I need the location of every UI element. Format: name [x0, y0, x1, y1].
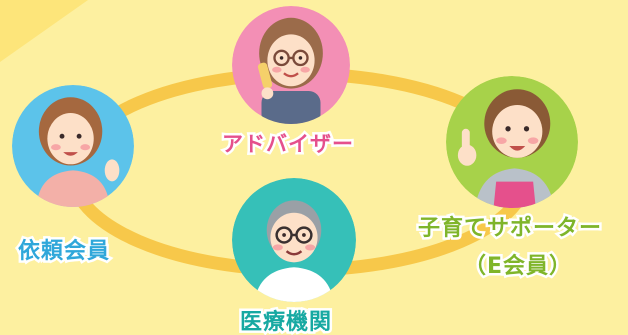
supporter-sublabel: （E会員） [461, 252, 573, 282]
medical-illustration [232, 178, 356, 302]
client-member-label: 依頼会員 [15, 237, 111, 267]
client-illustration [12, 85, 134, 207]
advisor-label: アドバイザー [220, 130, 356, 159]
advisor-illustration [232, 6, 350, 124]
supporter-circle [446, 76, 578, 208]
client-member-circle [12, 85, 134, 207]
supporter-label: 子育てサポーター [415, 214, 603, 244]
advisor-circle [232, 6, 350, 124]
medical-institution-label: 医療機関 [237, 308, 333, 335]
medical-institution-circle [232, 178, 356, 302]
supporter-illustration [446, 76, 578, 208]
